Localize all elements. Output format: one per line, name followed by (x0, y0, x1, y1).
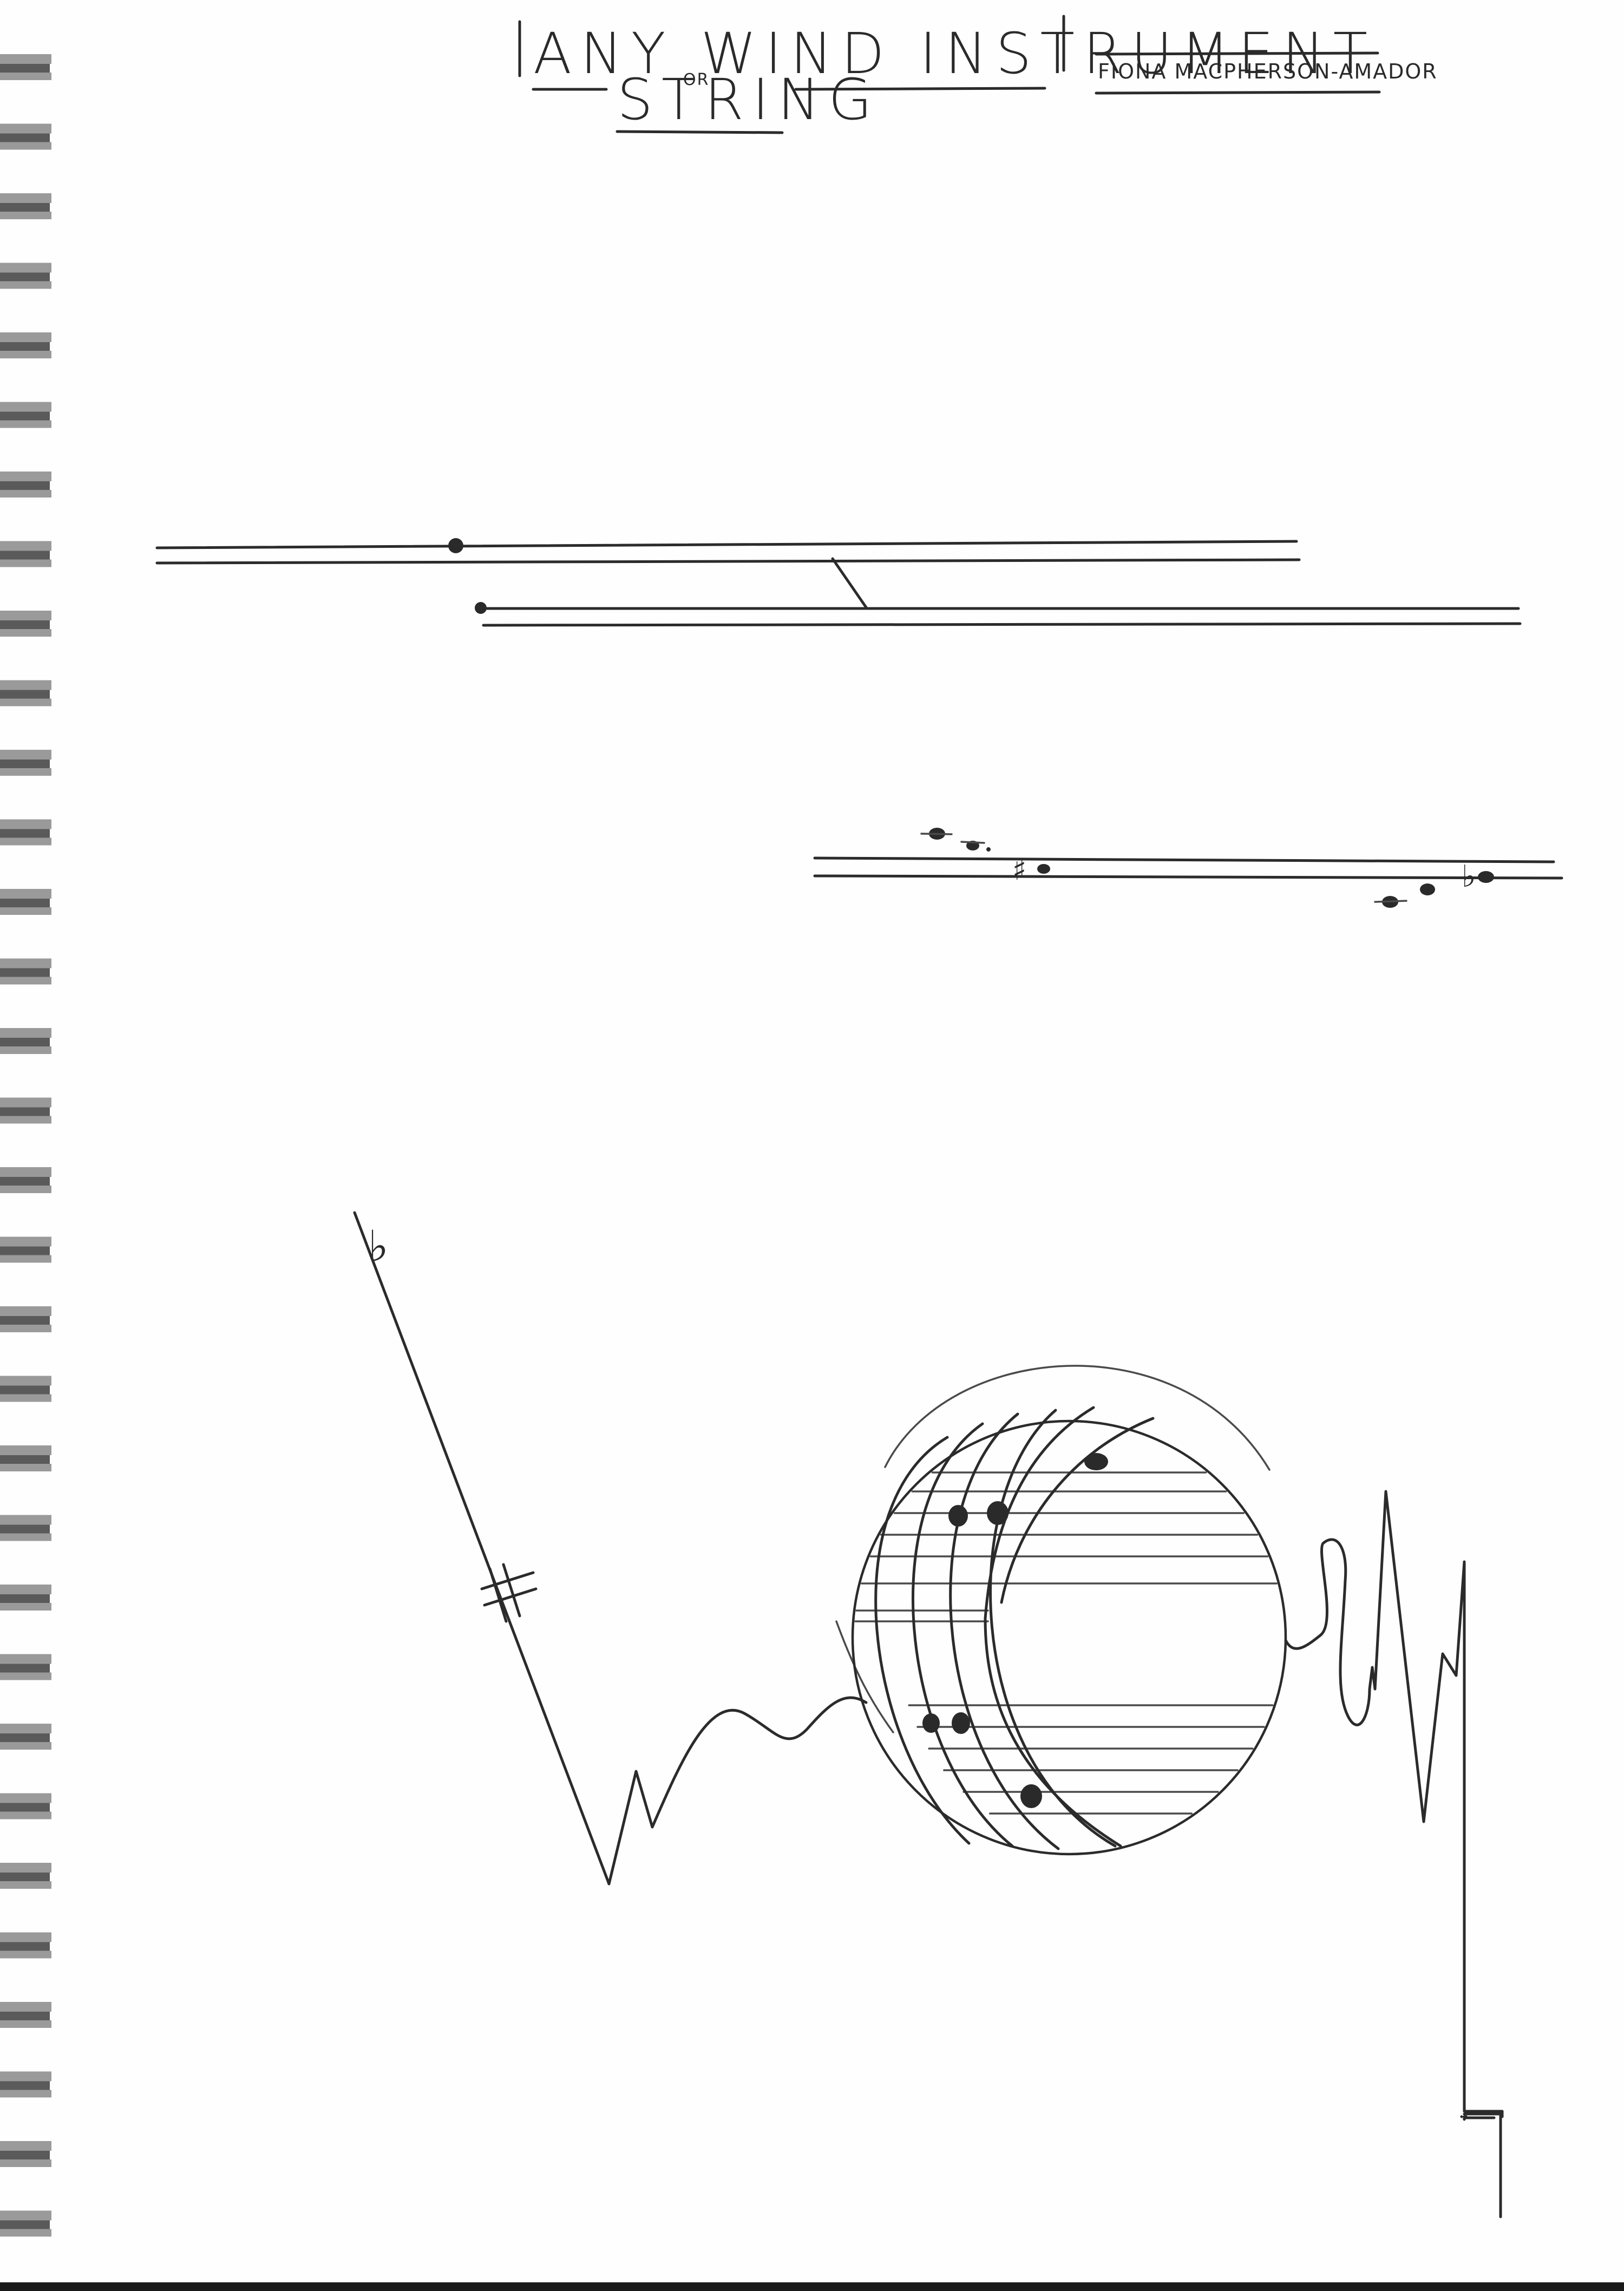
note-head (952, 1712, 970, 1734)
binding-coil (0, 402, 51, 428)
note-head (1020, 1784, 1042, 1808)
binding-coil (0, 332, 51, 358)
binding-coil (0, 1306, 51, 1332)
system-1 (155, 538, 1522, 627)
binding-coil (0, 611, 51, 637)
binding-coil (0, 1515, 51, 1541)
binding-coil (0, 819, 51, 846)
note-head (1420, 883, 1435, 895)
binding-coil (0, 1932, 51, 1959)
staff-lines (854, 1471, 1278, 1815)
binding-coil (0, 2141, 51, 2167)
binding-coil (0, 958, 51, 985)
note-head (922, 1713, 940, 1733)
note-head (475, 602, 487, 614)
binding-coil (0, 1376, 51, 1402)
binding-coil (0, 680, 51, 706)
title-line-2: STRING (617, 67, 881, 133)
dot (986, 847, 991, 852)
graphic-score: ♭ (353, 1211, 1504, 2218)
binding-coil (0, 1236, 51, 1263)
binding-coil (0, 1863, 51, 1889)
composer-name: FIONA MACPHERSON-AMADOR (1098, 60, 1438, 83)
flat-symbol: ♭ (368, 1221, 389, 1272)
note-head (948, 1505, 968, 1527)
flat-symbol: ♭ (1462, 859, 1476, 894)
circular-staff (851, 1419, 1287, 1856)
binding-coil (0, 1724, 51, 1750)
spiral-binding (0, 54, 51, 2237)
sharp-symbol: ♯ (1012, 853, 1026, 887)
binding-coil (0, 750, 51, 776)
binding-coil (0, 2002, 51, 2028)
binding-coil (0, 1097, 51, 1124)
title-or: OR (683, 70, 709, 89)
note-head (987, 1501, 1009, 1525)
binding-coil (0, 54, 51, 80)
note-head (1478, 871, 1494, 883)
binding-coil (0, 1445, 51, 1471)
binding-coil (0, 2210, 51, 2237)
binding-coil (0, 541, 51, 567)
binding-coil (0, 1654, 51, 1680)
binding-coil (0, 1028, 51, 1054)
binding-coil (0, 193, 51, 219)
title-block: ANY WIND INSTRUMENT OR STRING (518, 15, 1367, 134)
note-head (1037, 864, 1050, 874)
binding-coil (0, 1793, 51, 1819)
page-edge (0, 2282, 1624, 2291)
note-head (448, 538, 463, 553)
note-head (1084, 1453, 1108, 1470)
binding-coil (0, 1585, 51, 1611)
binding-coil (0, 263, 51, 289)
system-2: ♯ ♭ (813, 828, 1563, 908)
binding-coil (0, 2071, 51, 2098)
binding-coil (0, 472, 51, 498)
binding-coil (0, 1167, 51, 1193)
binding-coil (0, 889, 51, 915)
composer-credit: FIONA MACPHERSON-AMADOR (1095, 51, 1438, 95)
binding-coil (0, 123, 51, 150)
